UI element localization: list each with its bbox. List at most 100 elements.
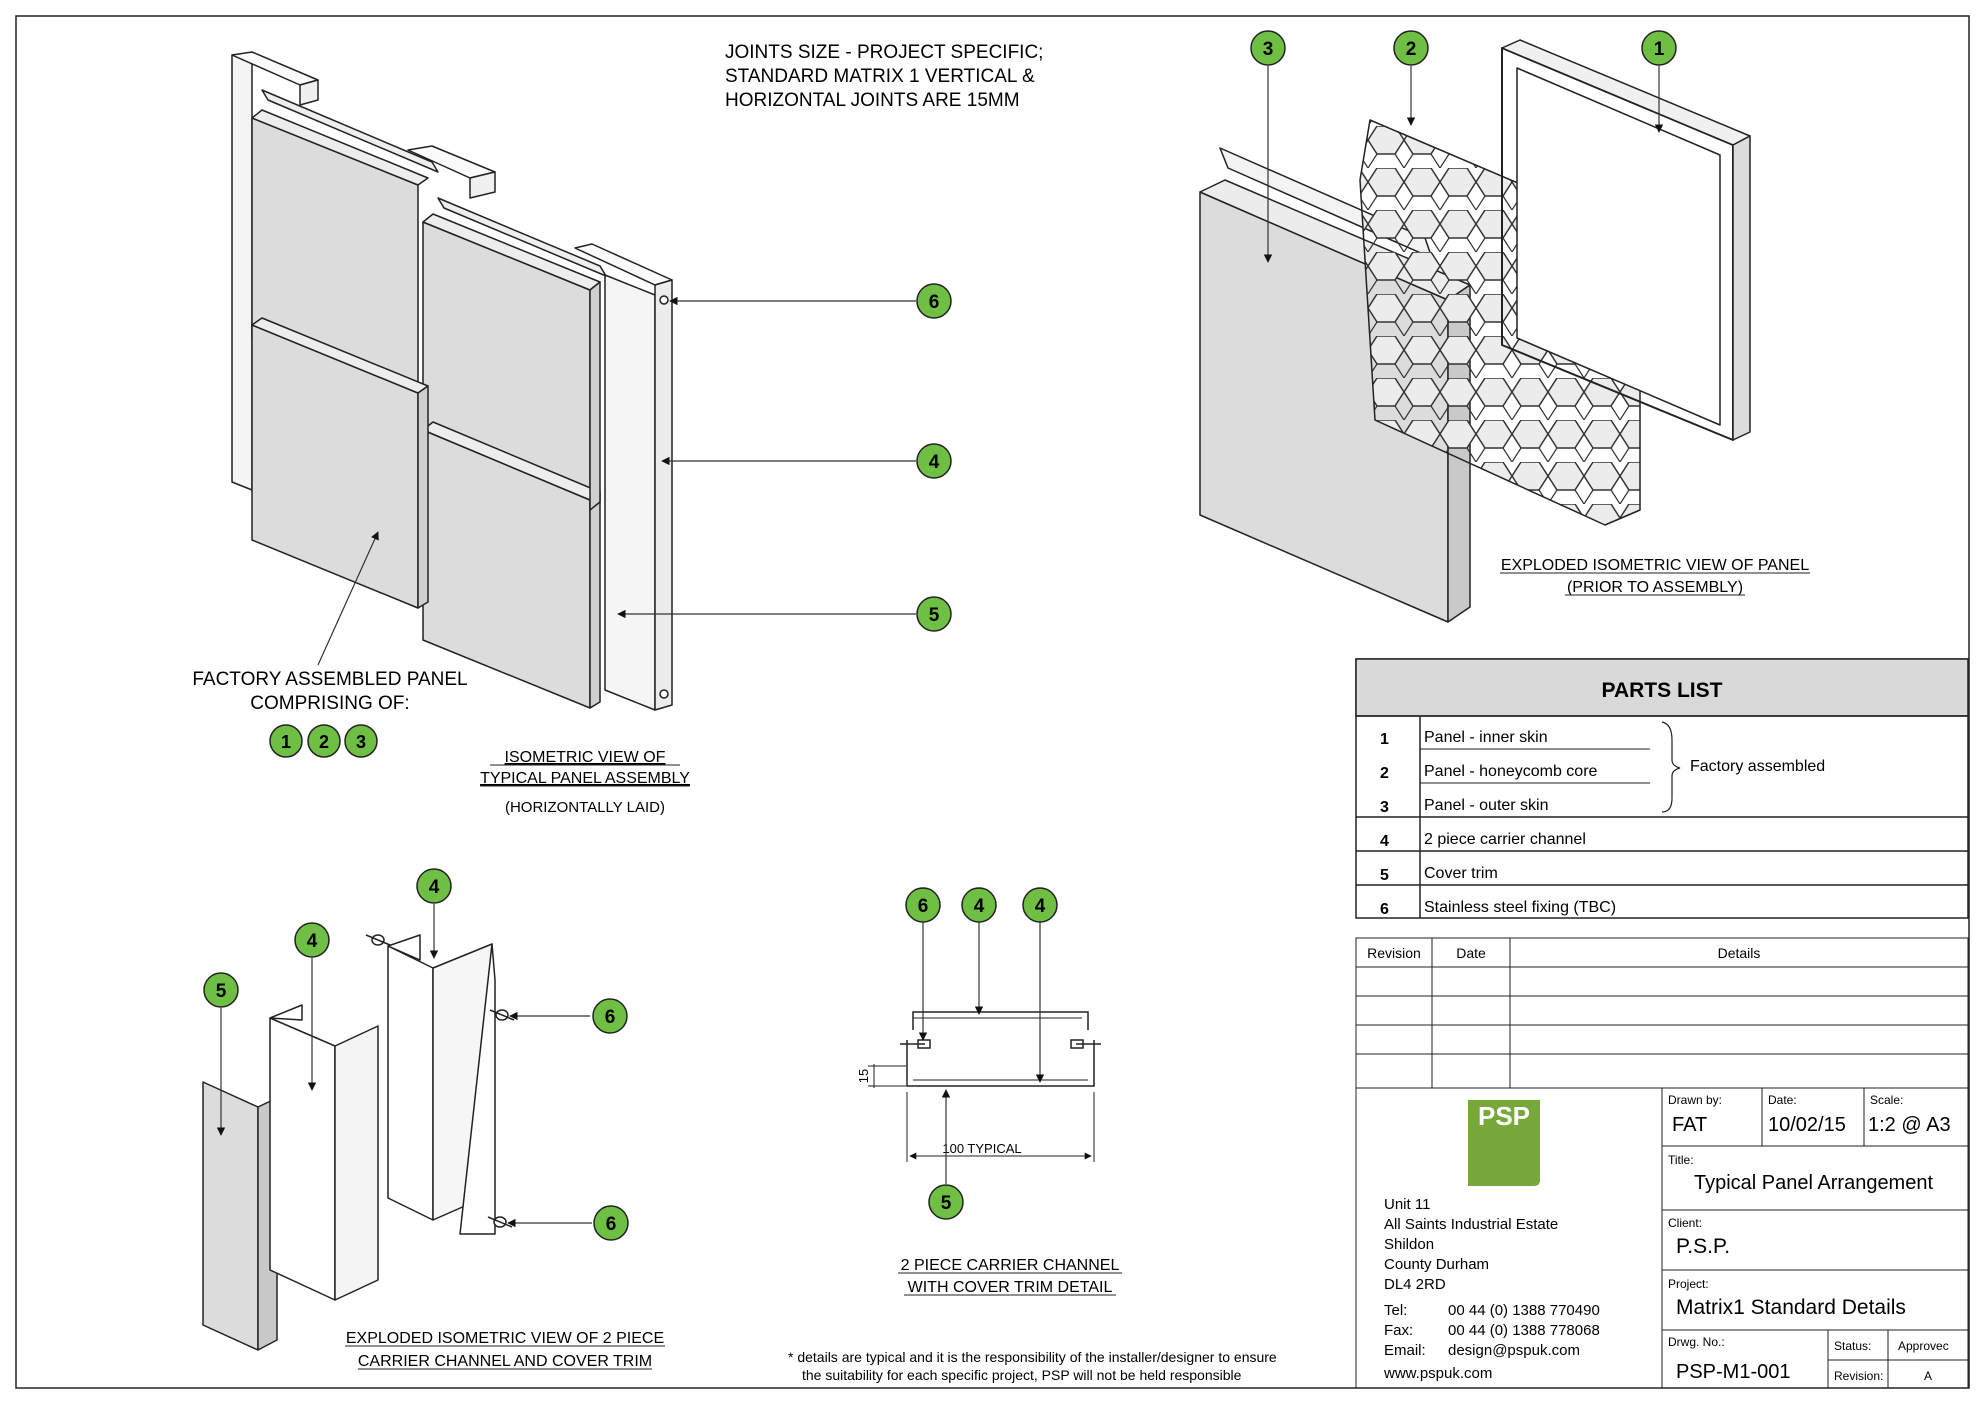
part-number: 6: [1380, 901, 1389, 918]
part-description: 2 piece carrier channel: [1424, 831, 1586, 848]
svg-text:3: 3: [1263, 39, 1274, 60]
channel-left: [231, 54, 253, 491]
parts-row: 4 2 piece carrier channel: [1380, 831, 1586, 850]
factory-note-line-2: COMPRISING OF:: [250, 693, 409, 714]
svg-text:5: 5: [941, 1193, 952, 1214]
client-value: P.S.P.: [1676, 1235, 1730, 1258]
callout-4-channel-outer: 4: [416, 868, 452, 904]
exploded-panel-leaders: [1263, 66, 1664, 263]
project-value: Matrix1 Standard Details: [1676, 1296, 1906, 1319]
drawn-by-value: FAT: [1672, 1114, 1707, 1136]
joints-note: JOINTS SIZE - PROJECT SPECIFIC; STANDARD…: [725, 42, 1043, 111]
factory-assembled-note: FACTORY ASSEMBLED PANEL COMPRISING OF:: [192, 669, 467, 714]
parts-row: 6 Stainless steel fixing (TBC): [1380, 899, 1616, 918]
parts-list-rows: 1 Panel - inner skin 2 Panel - honeycomb…: [1380, 729, 1616, 918]
dim-height-label: 15: [856, 1069, 871, 1083]
callout-5-channel: 5: [203, 972, 239, 1008]
svg-text:4: 4: [1035, 896, 1046, 917]
svg-text:6: 6: [606, 1214, 617, 1235]
revision-header: Revision: [1367, 945, 1421, 961]
factory-callouts: 1 2 3: [269, 724, 378, 758]
svg-text:Shildon: Shildon: [1384, 1236, 1434, 1253]
part-description: Panel - inner skin: [1424, 729, 1548, 746]
drawn-by-label: Drawn by:: [1668, 1093, 1722, 1107]
dim-width-label: 100 TYPICAL: [942, 1141, 1021, 1156]
title-value: Typical Panel Arrangement: [1694, 1172, 1933, 1194]
title-block-fields: Drawn by: FAT Date: 10/02/15 Scale: 1:2 …: [1668, 1093, 1951, 1383]
company-address: Unit 11 All Saints Industrial Estate Shi…: [1383, 1196, 1600, 1382]
carrier-channel-inner: [269, 1017, 336, 1301]
svg-text:2: 2: [1406, 39, 1417, 60]
part-description: Panel - outer skin: [1424, 797, 1549, 814]
parts-list: [1355, 658, 1969, 919]
drwg-value: PSP-M1-001: [1676, 1361, 1791, 1383]
parts-list-title: PARTS LIST: [1602, 679, 1723, 702]
svg-text:4: 4: [974, 896, 985, 917]
status-value: Approvec: [1898, 1339, 1949, 1353]
iso-assembly-caption: ISOMETRIC VIEW OF TYPICAL PANEL ASSEMBLY…: [480, 749, 690, 816]
callout-3-exploded: 3: [1250, 30, 1286, 66]
screw-top: [365, 934, 391, 946]
joints-note-line-1: JOINTS SIZE - PROJECT SPECIFIC;: [725, 42, 1043, 63]
callout-6-detail: 6: [905, 887, 941, 923]
part-number: 5: [1380, 867, 1389, 884]
scale-value: 1:2 @ A3: [1868, 1114, 1951, 1136]
exploded-channel: [202, 934, 515, 1351]
svg-text:5: 5: [929, 605, 940, 626]
svg-text:All Saints Industrial Estate: All Saints Industrial Estate: [1384, 1216, 1558, 1233]
svg-text:6: 6: [929, 292, 940, 313]
scale-label: Scale:: [1870, 1093, 1903, 1107]
svg-text:6: 6: [605, 1007, 616, 1028]
part-description: Panel - honeycomb core: [1424, 763, 1598, 780]
disclaimer: * details are typical and it is the resp…: [788, 1349, 1277, 1383]
iso-caption-line-1: ISOMETRIC VIEW OF: [505, 749, 666, 766]
part-number: 1: [1380, 731, 1389, 748]
svg-text:DL4 2RD: DL4 2RD: [1384, 1276, 1446, 1293]
drwg-label: Drwg. No.:: [1668, 1335, 1725, 1349]
factory-note-line-1: FACTORY ASSEMBLED PANEL: [192, 669, 467, 690]
exploded-panel-caption: EXPLODED ISOMETRIC VIEW OF PANEL (PRIOR …: [1501, 557, 1809, 596]
detail-caption-line-1: 2 PIECE CARRIER CHANNEL: [901, 1257, 1120, 1274]
exploded-channel-leaders: [216, 904, 592, 1228]
part-number: 2: [1380, 765, 1389, 782]
details-header: Details: [1718, 945, 1761, 961]
joints-note-line-3: HORIZONTAL JOINTS ARE 15MM: [725, 90, 1020, 111]
psp-logo: PSP: [1468, 1100, 1540, 1186]
parts-row: 5 Cover trim: [1380, 865, 1498, 884]
project-label: Project:: [1668, 1277, 1709, 1291]
part-description: Cover trim: [1424, 865, 1498, 882]
title-block-frame: [1355, 1087, 1969, 1389]
tel-label: Tel:: [1384, 1302, 1407, 1319]
sheet-border: [15, 15, 1970, 1389]
callout-5-detail: 5: [928, 1184, 964, 1220]
callout-5-assembly: 5: [916, 596, 952, 632]
parts-row: 2 Panel - honeycomb core: [1380, 763, 1598, 782]
screw-lower: [487, 1216, 513, 1228]
part-number: 4: [1380, 833, 1389, 850]
callout-4-detail-left: 4: [961, 887, 997, 923]
cover-trim: [202, 1081, 259, 1351]
revision-headers: Revision Date Details: [1367, 945, 1760, 961]
svg-text:6: 6: [918, 896, 929, 917]
date-header: Date: [1456, 945, 1486, 961]
channel-detail-leaders: [918, 922, 1045, 1184]
disclaimer-line-1: * details are typical and it is the resp…: [788, 1349, 1277, 1365]
callout-4-detail-right: 4: [1022, 887, 1058, 923]
revision-label: Revision:: [1834, 1369, 1883, 1383]
assembly-leaders: [317, 296, 916, 666]
carrier-channel-outer: [387, 945, 434, 1221]
svg-text:4: 4: [429, 877, 440, 898]
joints-note-line-2: STANDARD MATRIX 1 VERTICAL &: [725, 66, 1035, 87]
parts-row: 3 Panel - outer skin: [1380, 797, 1549, 816]
screw-bottom: [659, 689, 669, 699]
fax-value: 00 44 (0) 1388 778068: [1448, 1322, 1600, 1339]
exploded-caption-line-2: (PRIOR TO ASSEMBLY): [1567, 579, 1743, 596]
tel-value: 00 44 (0) 1388 770490: [1448, 1302, 1600, 1319]
part-number: 3: [1380, 799, 1389, 816]
revision-value: A: [1924, 1369, 1932, 1383]
logo-text: PSP: [1478, 1101, 1530, 1131]
svg-text:1: 1: [1654, 39, 1665, 60]
iso-panel-assembly: [231, 51, 673, 711]
callout-1-exploded: 1: [1641, 30, 1677, 66]
